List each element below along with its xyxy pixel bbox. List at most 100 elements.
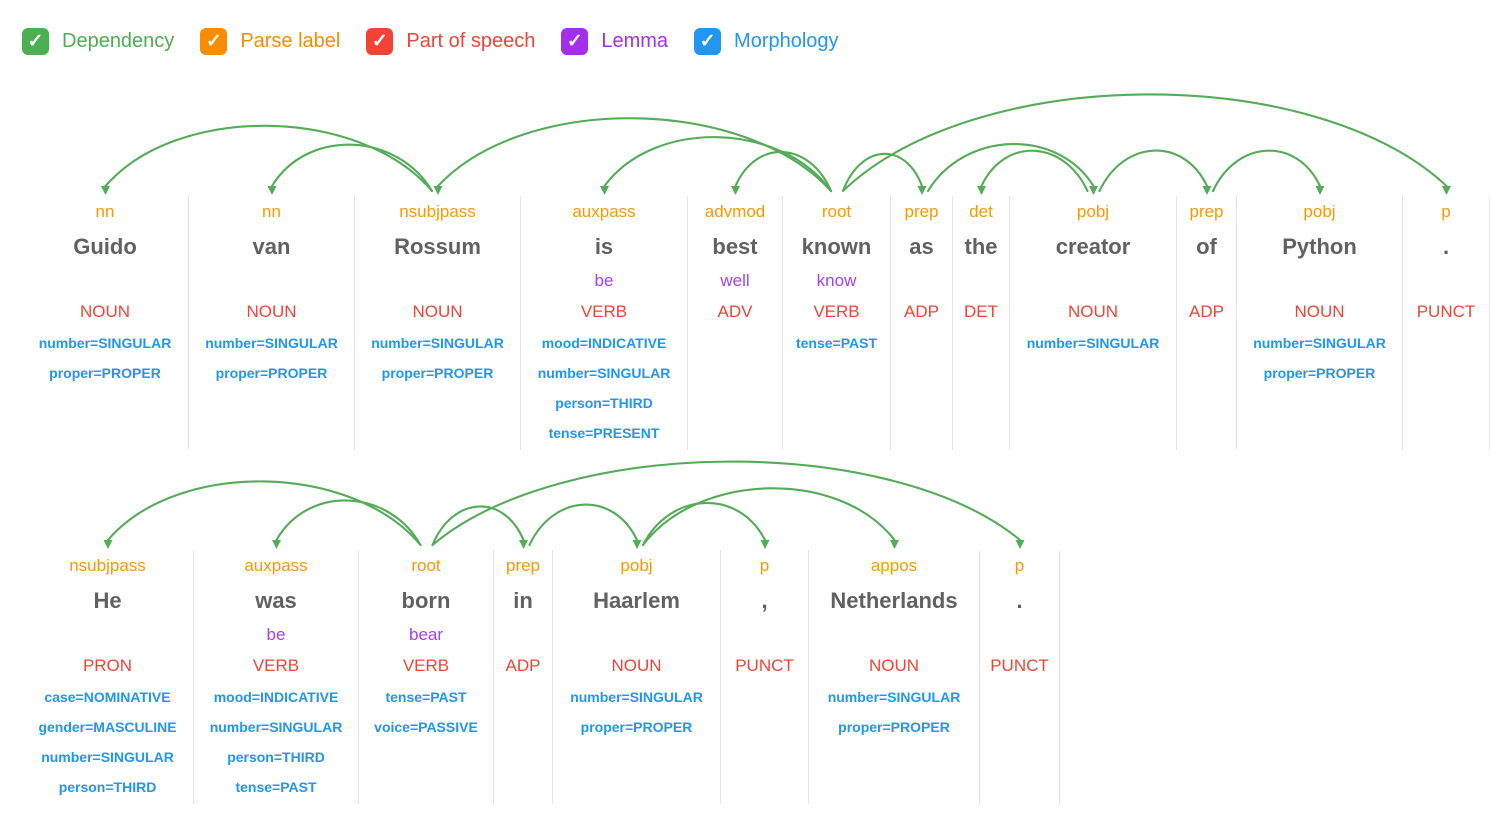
token-word: is [594, 234, 614, 259]
toggle-label: Dependency [62, 29, 175, 52]
token-word: was [255, 588, 297, 613]
checkbox-checked-icon[interactable]: ✓ [561, 27, 589, 55]
checkbox-checked-icon[interactable]: ✓ [694, 27, 722, 55]
morphology-line: proper=PROPER [215, 365, 328, 381]
token-word: of [1196, 234, 1217, 259]
morphology-line: number=SINGULAR [1026, 335, 1160, 351]
toggle-morphology[interactable]: ✓ Morphology [694, 27, 839, 55]
token-lemma [1237, 266, 1402, 296]
dependency-arc-advmod [734, 150, 833, 193]
token-as[interactable]: prep as ADP [891, 196, 953, 450]
morphology-line: number=SINGULAR [570, 689, 703, 705]
parse-label: root [411, 556, 441, 575]
token-word: in [513, 588, 533, 613]
pos-tag: PUNCT [990, 656, 1049, 675]
token-lemma: bear [408, 625, 444, 644]
parse-label: advmod [704, 202, 766, 221]
token-lemma [22, 266, 188, 296]
token-lemma: well [720, 271, 750, 290]
arrowhead-icon [101, 186, 110, 195]
checkbox-checked-icon[interactable]: ✓ [366, 27, 394, 55]
pos-tag: VERB [402, 656, 450, 675]
dependency-arc-p [431, 460, 1022, 547]
morphology-line: tense=PAST [385, 689, 467, 705]
morphology-line: proper=PROPER [580, 719, 693, 735]
morphology-line: person=THIRD [555, 395, 653, 411]
dependency-arc-prep [1098, 149, 1209, 193]
toggle-parse-label[interactable]: ✓ Parse label [200, 27, 341, 55]
morphology-line: proper=PROPER [838, 719, 950, 735]
token-word: Guido [73, 234, 137, 259]
dependency-arc-appos [641, 487, 896, 547]
token-creator[interactable]: pobj creator NOUN number=SINGULAR [1010, 196, 1177, 450]
token-word: Haarlem [593, 588, 680, 613]
token-word: as [909, 234, 934, 259]
parse-label: prep [904, 202, 939, 221]
parse-label: nsubjpass [69, 556, 146, 575]
token-in[interactable]: prep in ADP [494, 550, 553, 804]
pos-tag: NOUN [79, 302, 131, 321]
checkbox-checked-icon[interactable]: ✓ [200, 27, 228, 55]
arrowhead-icon [760, 540, 770, 549]
parse-label: p [1441, 202, 1451, 221]
arrowhead-icon [1015, 540, 1025, 549]
pos-tag: ADP [1189, 302, 1224, 321]
token-word: van [252, 234, 291, 259]
dependency-arc-auxpass [275, 499, 422, 547]
token-the[interactable]: det the DET [953, 196, 1010, 450]
parse-label: p [759, 556, 770, 575]
morphology-line: number=SINGULAR [205, 335, 338, 351]
token-of[interactable]: prep of ADP [1177, 196, 1237, 450]
parse-label: p [1014, 556, 1025, 575]
parse-label: nn [95, 202, 115, 221]
parse-label: nn [262, 202, 281, 221]
token-lemma [980, 620, 1059, 650]
toggle-lemma[interactable]: ✓ Lemma [561, 27, 668, 55]
dependency-arc-auxpass [603, 136, 833, 193]
token-period[interactable]: p . PUNCT [1403, 196, 1490, 450]
arrowhead-icon [1315, 186, 1325, 195]
morphology-line: case=NOMINATIVE [44, 689, 171, 705]
parse-label: root [821, 202, 852, 221]
morphology-line: tense=PRESENT [548, 425, 660, 441]
token-comma[interactable]: p , PUNCT [721, 550, 809, 804]
token-best[interactable]: advmod best well ADV [688, 196, 783, 450]
morphology-line: mood=INDICATIVE [541, 335, 667, 351]
parse-label: nsubjpass [399, 202, 476, 221]
toggle-label: Parse label [240, 29, 341, 52]
parse-label: pobj [1303, 202, 1336, 221]
morphology-line: number=SINGULAR [537, 365, 671, 381]
token-lemma: know [816, 271, 857, 290]
token-lemma [953, 266, 1009, 296]
token-period[interactable]: p . PUNCT [980, 550, 1060, 804]
pos-tag: DET [964, 302, 998, 321]
toggle-label: Part of speech [406, 29, 536, 52]
toggle-dependency[interactable]: ✓ Dependency [22, 27, 175, 55]
token-word: , [761, 588, 768, 613]
arrowhead-icon [600, 186, 609, 195]
token-lemma [494, 620, 552, 650]
toggle-label: Morphology [734, 29, 839, 52]
dependency-arc-p [841, 93, 1448, 193]
morphology-line: voice=PASSIVE [374, 719, 478, 735]
token-known[interactable]: root known know VERB tense=PAST [783, 196, 891, 450]
checkbox-checked-icon[interactable]: ✓ [22, 27, 49, 55]
parse-label: prep [505, 556, 541, 575]
toggle-part-of-speech[interactable]: ✓ Part of speech [366, 27, 536, 55]
arrowhead-icon [632, 540, 642, 549]
